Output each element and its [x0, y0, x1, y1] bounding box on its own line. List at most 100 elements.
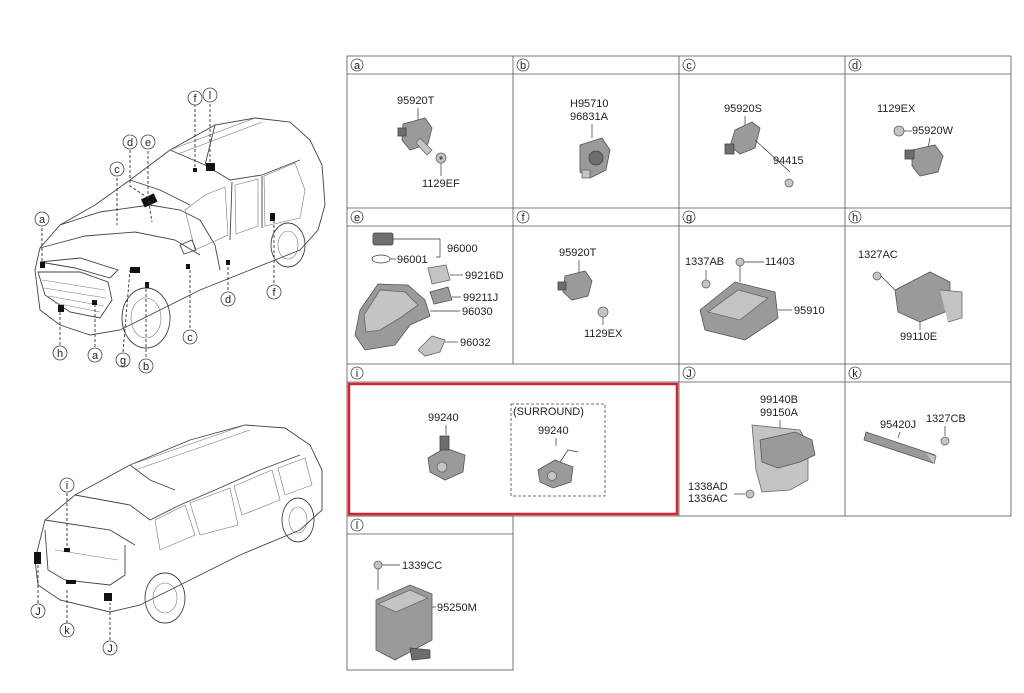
- part-number-96831A: 96831A: [570, 111, 609, 123]
- part-number-95920S: 95920S: [724, 103, 762, 115]
- part-number-94415: 94415: [773, 155, 804, 167]
- part-number-11403: 11403: [765, 256, 795, 268]
- cell-c: 95920S 94415: [724, 103, 804, 188]
- sensor-part: [557, 270, 593, 301]
- svg-text:f: f: [272, 287, 276, 299]
- cell-h: 1327AC 99110E: [858, 249, 963, 343]
- vehicle-label-c-top: c: [109, 161, 125, 177]
- cell-label-c: c: [682, 58, 696, 72]
- highlight-box: [347, 382, 679, 516]
- part-number-1129EX-f: 1129EX: [584, 328, 623, 340]
- cell-label-k: k: [848, 366, 862, 380]
- module-part: [429, 286, 453, 305]
- vehicle-label-i: i: [59, 477, 75, 493]
- part-number-95920W: 95920W: [912, 125, 954, 137]
- vehicle-label-d-bottom: d: [220, 291, 236, 307]
- svg-text:g: g: [120, 355, 126, 367]
- cell-label-j: J: [682, 366, 696, 380]
- bolt-part: [872, 271, 882, 281]
- part-number-95910: 95910: [794, 305, 825, 317]
- camera-part: [537, 449, 579, 489]
- cell-label-g: g: [682, 210, 696, 224]
- svg-text:a: a: [354, 60, 361, 72]
- part-number-96000: 96000: [447, 243, 478, 255]
- bolt-part: [893, 125, 905, 137]
- svg-text:c: c: [187, 332, 193, 344]
- part-number-96001: 96001: [397, 254, 428, 266]
- svg-text:l: l: [356, 520, 358, 532]
- camera-part: [372, 232, 394, 246]
- svg-text:h: h: [57, 348, 63, 360]
- cell-g: 1337AB 11403 95910: [685, 256, 825, 341]
- svg-text:e: e: [354, 212, 360, 224]
- svg-text:a: a: [39, 214, 46, 226]
- vehicle-label-e: e: [140, 134, 156, 150]
- svg-text:k: k: [852, 368, 858, 380]
- bolt-part: [701, 279, 711, 289]
- cell-a: 95920T 1129EF: [397, 95, 460, 190]
- svg-text:i: i: [356, 368, 358, 380]
- svg-text:a: a: [92, 350, 99, 362]
- cell-label-d: d: [848, 58, 862, 72]
- vehicle-label-b: b: [138, 358, 154, 374]
- svg-text:k: k: [64, 625, 70, 637]
- sensor-part: [904, 144, 944, 177]
- part-number-95920T-f: 95920T: [559, 247, 597, 259]
- sensor-part: [397, 117, 433, 156]
- cover-part: [354, 283, 431, 351]
- module-part: [894, 271, 963, 323]
- part-number-1129EF: 1129EF: [422, 178, 460, 190]
- svg-text:e: e: [145, 137, 151, 149]
- module-part: [427, 264, 451, 285]
- rear-vehicle-drawing: i J k J: [30, 424, 323, 656]
- cell-i: 99240 (SURROUND) 99240: [347, 382, 679, 516]
- cell-label-a: a: [350, 58, 364, 72]
- vehicle-label-d-top: d: [122, 134, 138, 150]
- cover-part: [417, 335, 446, 357]
- cell-f: 95920T 1129EX: [557, 247, 623, 340]
- surround-label: (SURROUND): [513, 406, 584, 418]
- part-number-96032: 96032: [460, 337, 491, 349]
- svg-text:g: g: [686, 212, 692, 224]
- cell-label-b: b: [516, 58, 530, 72]
- part-number-96030: 96030: [462, 306, 493, 318]
- svg-text:J: J: [35, 606, 41, 618]
- cell-k: 95420J 1327CB: [863, 413, 966, 465]
- part-number-99216D: 99216D: [465, 270, 504, 282]
- svg-text:c: c: [114, 164, 120, 176]
- svg-text:d: d: [225, 294, 231, 306]
- bolt-part: [597, 306, 609, 318]
- sensor-part: [724, 121, 791, 173]
- vehicle-label-j-left: J: [30, 603, 46, 619]
- cell-label-i: i: [350, 366, 364, 380]
- bolt-part: [435, 152, 447, 164]
- svg-text:J: J: [686, 368, 692, 380]
- module-part: [699, 281, 779, 341]
- bolt-part: [735, 257, 745, 267]
- vehicle-label-g: g: [115, 352, 131, 368]
- vehicle-label-h: h: [52, 345, 68, 361]
- cell-l: 1339CC 95250M: [373, 560, 477, 661]
- sensor-part: [579, 137, 611, 179]
- cell-j: 99140B 99150A 1338AD 1336AC: [688, 394, 816, 505]
- vehicle-label-k: k: [59, 622, 75, 638]
- svg-text:b: b: [520, 60, 526, 72]
- module-part: [375, 584, 433, 661]
- antenna-part: [863, 431, 937, 465]
- part-number-1339CC: 1339CC: [402, 560, 442, 572]
- vehicle-label-a-bottom: a: [87, 347, 103, 363]
- camera-part: [427, 435, 466, 481]
- part-number-1338AD: 1338AD: [688, 481, 728, 493]
- cell-label-h: h: [848, 210, 862, 224]
- vehicle-label-c-bottom: c: [182, 329, 198, 345]
- vehicle-label-j-right: J: [102, 640, 118, 656]
- cell-label-e: e: [350, 210, 364, 224]
- part-number-H95710: H95710: [570, 98, 609, 110]
- cell-b: H95710 96831A: [570, 98, 611, 179]
- part-number-99240: 99240: [428, 412, 459, 424]
- cell-label-l: l: [350, 518, 364, 532]
- part-number-99110E: 99110E: [900, 331, 937, 343]
- part-number-1336AC: 1336AC: [688, 493, 728, 505]
- part-number-99140B: 99140B: [760, 394, 798, 406]
